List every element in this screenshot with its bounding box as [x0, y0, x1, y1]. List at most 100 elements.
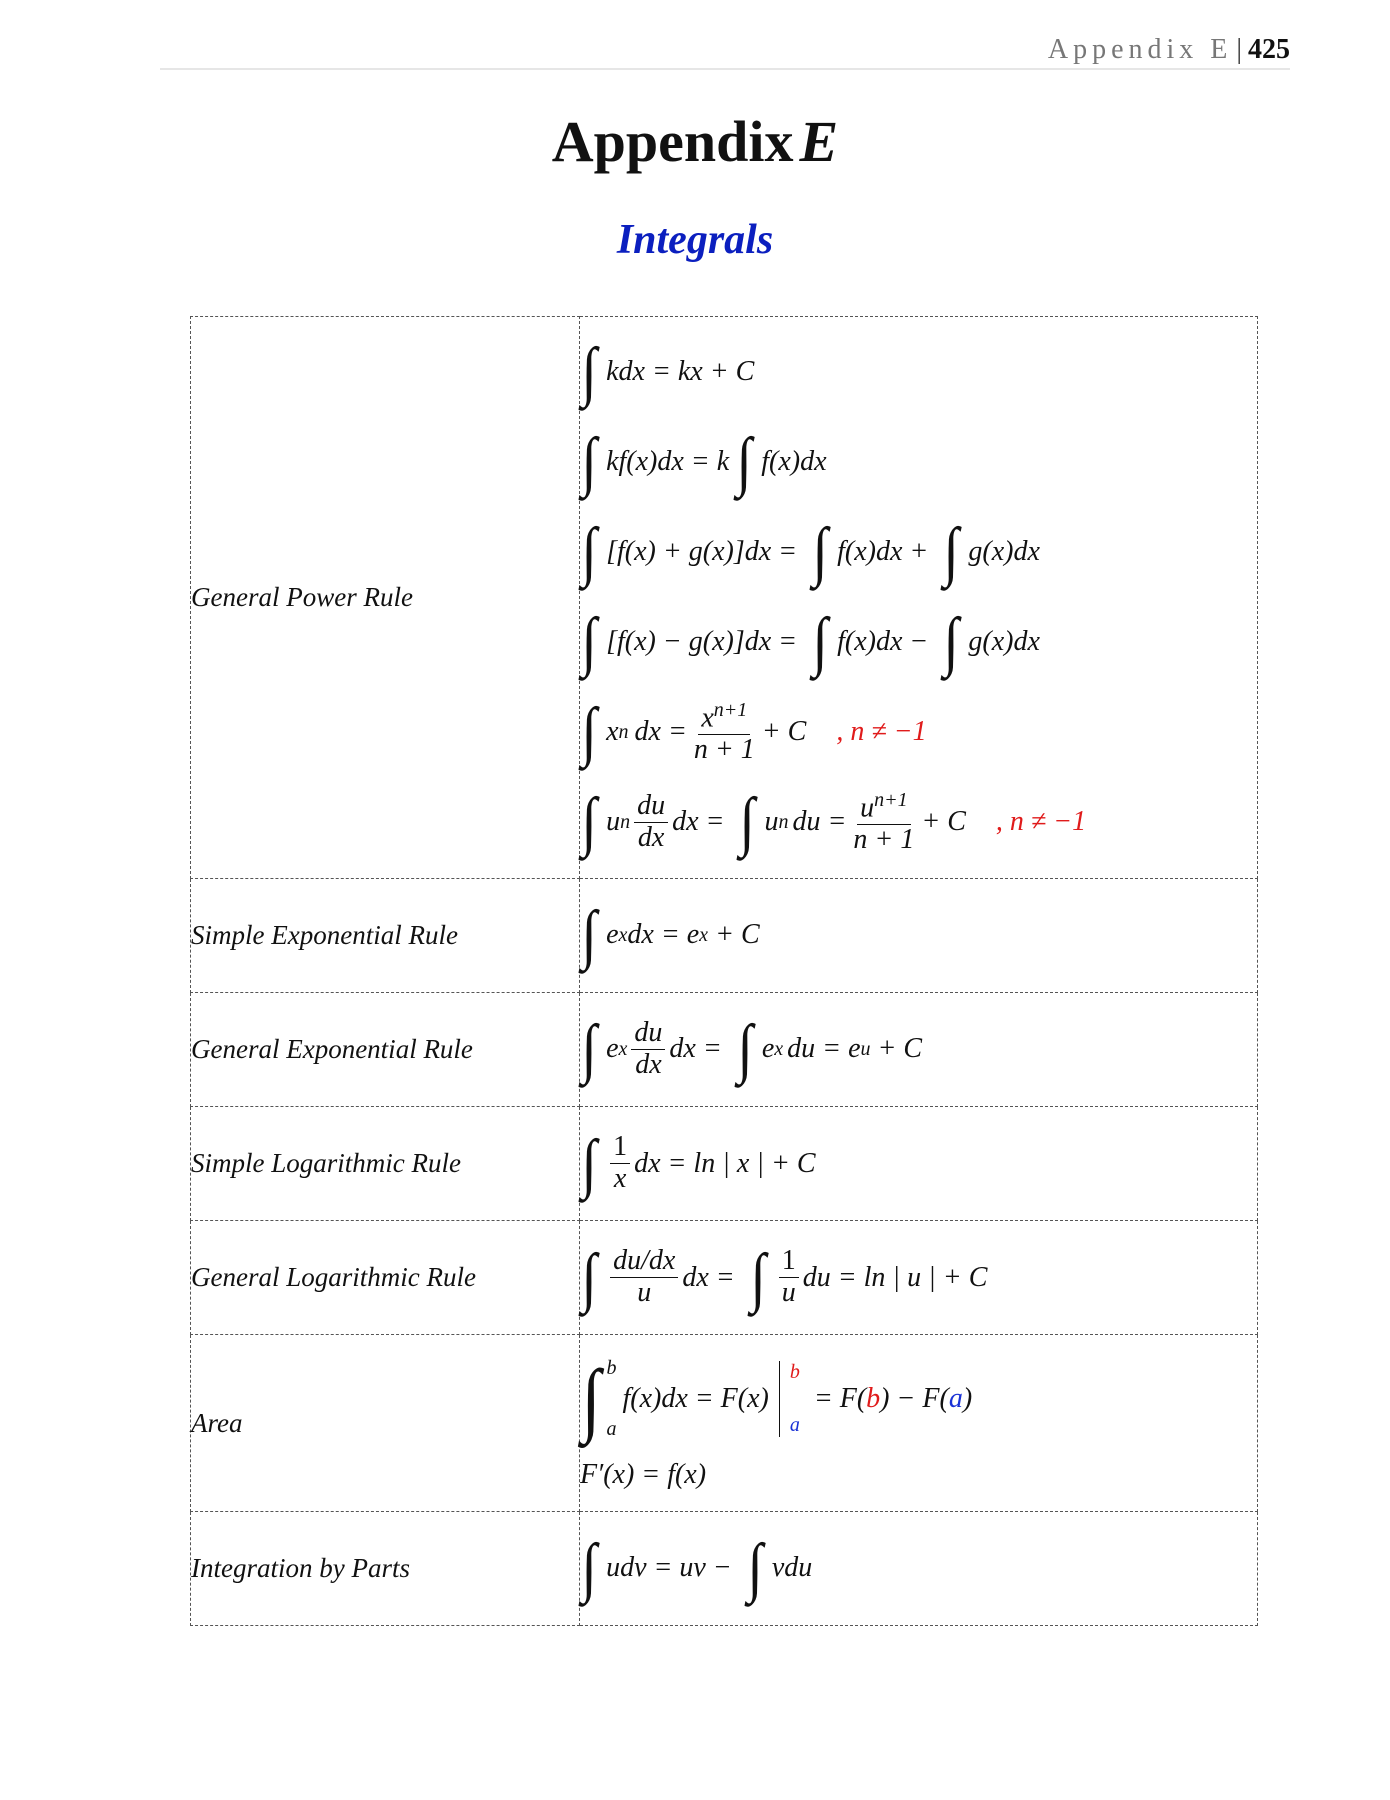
formula-text: dx = e: [627, 919, 700, 951]
upper-limit: b: [606, 1357, 617, 1379]
exponent: n+1: [713, 698, 748, 721]
integral-sign: ∫: [581, 1353, 601, 1444]
integral-sign: ∫: [812, 515, 828, 589]
formula-text: [f(x) − g(x)]dx =: [606, 626, 798, 658]
exponent: x: [618, 923, 628, 946]
exponent: n: [620, 810, 631, 833]
integral-sign: ∫: [581, 515, 597, 589]
table-row: Integration by Parts ∫ udv = uv − ∫ vdu: [190, 1510, 1258, 1627]
rule-label: General Power Rule: [190, 316, 580, 879]
running-head-section: Appendix E: [1047, 34, 1233, 65]
formula-text: vdu: [771, 1552, 813, 1584]
evaluation-upper: b: [789, 1361, 800, 1383]
formula-parts: ∫ udv = uv − ∫ vdu: [580, 1523, 1257, 1613]
formula-text: + C: [761, 716, 807, 748]
integral-rules-table: General Power Rule ∫ kdx = kx + C ∫ kf(x…: [190, 316, 1258, 1627]
formula-text: + C: [870, 1033, 923, 1065]
running-head-separator: |: [1236, 34, 1242, 65]
fraction-numerator: du: [634, 790, 669, 823]
fraction-numerator: xn+1: [698, 698, 751, 735]
formula-text: b: [866, 1383, 881, 1414]
fraction: 1 u: [778, 1246, 799, 1309]
formula-text: F′(x) = f(x): [580, 1459, 707, 1490]
formula-text: dx =: [669, 1033, 722, 1065]
formula-area: ∫ b a f(x)dx = F(x) b a = F(b) − F(a): [580, 1347, 1257, 1451]
table-row: General Power Rule ∫ kdx = kx + C ∫ kf(x…: [190, 316, 1258, 879]
fraction-denominator: x: [613, 1163, 627, 1194]
integral-sign: ∫: [736, 425, 752, 499]
integral-sign: ∫: [749, 1240, 766, 1314]
table-row: General Logarithmic Rule ∫ du/dx u dx = …: [190, 1220, 1258, 1336]
formula-derivative: F′(x) = f(x): [580, 1451, 1257, 1499]
formula-text: kdx = kx + C: [606, 356, 755, 388]
formula-constant-multiple: ∫ kf(x)dx = k ∫ f(x)dx: [580, 417, 1257, 507]
integral-limits: b a: [606, 1357, 616, 1441]
formula-text: f(x)dx: [761, 446, 827, 478]
integral-sign: ∫: [581, 1126, 597, 1200]
fraction-numerator: 1: [610, 1131, 631, 1164]
integral-sign: ∫: [812, 605, 828, 679]
formula-text: udv = uv −: [606, 1552, 732, 1584]
exponent: n+1: [874, 788, 908, 811]
fraction-denominator: u: [637, 1277, 652, 1309]
integral-sign: ∫: [581, 425, 597, 499]
formula-text: u: [606, 806, 621, 838]
page-subtitle: Integrals: [616, 217, 774, 263]
formula-text: f(x)dx +: [837, 536, 929, 568]
running-head: Appendix E|425: [1048, 34, 1290, 66]
lower-limit: a: [606, 1418, 617, 1440]
formula-text: du = ln | u | + C: [802, 1261, 988, 1293]
integral-sign: ∫: [943, 515, 960, 589]
formula-text: f(x)dx = F(x): [622, 1383, 769, 1414]
formula-text: a: [948, 1383, 963, 1414]
formula-condition: , n ≠ −1: [995, 806, 1087, 838]
formula-text: du =: [792, 806, 847, 838]
fraction-denominator: n + 1: [693, 733, 755, 765]
integral-sign: ∫: [581, 785, 597, 859]
fraction: un+1 n + 1: [850, 789, 917, 856]
integral-sign: ∫: [739, 785, 756, 859]
exponent: x: [774, 1037, 784, 1060]
rule-formulas: ∫ du/dx u dx = ∫ 1 u du = ln | u | + C: [579, 1220, 1258, 1336]
integral-sign: ∫: [943, 605, 960, 679]
formula-log-simple: ∫ 1 x dx = ln | x | + C: [580, 1119, 1257, 1209]
exponent: n: [618, 720, 629, 743]
integral-sign: ∫: [581, 335, 597, 409]
rule-label: Area: [190, 1334, 580, 1512]
formula-text: f(x)dx −: [837, 626, 929, 658]
formula-text: + C: [921, 806, 966, 838]
formula-sum: ∫ [f(x) + g(x)]dx = ∫ f(x)dx + ∫ g(x)dx: [580, 507, 1257, 597]
page-number: 425: [1248, 34, 1290, 65]
formula-text: u: [860, 792, 875, 824]
evaluation-bar: b a: [778, 1361, 800, 1437]
fraction: du dx: [634, 790, 669, 854]
integral-sign: ∫: [581, 695, 597, 769]
rule-label: General Exponential Rule: [190, 991, 580, 1107]
integral-sign: ∫: [581, 898, 597, 972]
formula-condition: , n ≠ −1: [836, 716, 927, 748]
formula-text: [f(x) + g(x)]dx =: [606, 536, 798, 568]
table-row: Simple Logarithmic Rule ∫ 1 x dx = ln | …: [190, 1105, 1258, 1222]
rule-label: Integration by Parts: [190, 1510, 580, 1627]
formula-text: dx = ln | x | + C: [634, 1147, 816, 1179]
fraction: 1 x: [610, 1131, 631, 1195]
table-row: General Exponential Rule ∫ e x du dx dx =…: [190, 991, 1258, 1107]
rule-formulas: ∫ 1 x dx = ln | x | + C: [579, 1105, 1258, 1222]
rule-formulas: ∫ kdx = kx + C ∫ kf(x)dx = k ∫ f(x)dx ∫ …: [579, 316, 1258, 879]
fraction-numerator: du: [631, 1017, 666, 1050]
integral-sign: ∫: [747, 1531, 763, 1605]
rule-label: General Logarithmic Rule: [190, 1220, 580, 1336]
fraction-numerator: du/dx: [610, 1246, 679, 1279]
integral-sign: ∫: [581, 1012, 597, 1086]
formula-text: ) − F(: [880, 1383, 949, 1414]
page-title-letter: E: [799, 109, 839, 174]
exponent: x: [699, 923, 709, 946]
formula-text: e: [606, 1033, 619, 1065]
formula-text: e: [606, 919, 619, 951]
fraction-numerator: 1: [778, 1246, 799, 1279]
fraction-denominator: dx: [635, 1048, 662, 1080]
